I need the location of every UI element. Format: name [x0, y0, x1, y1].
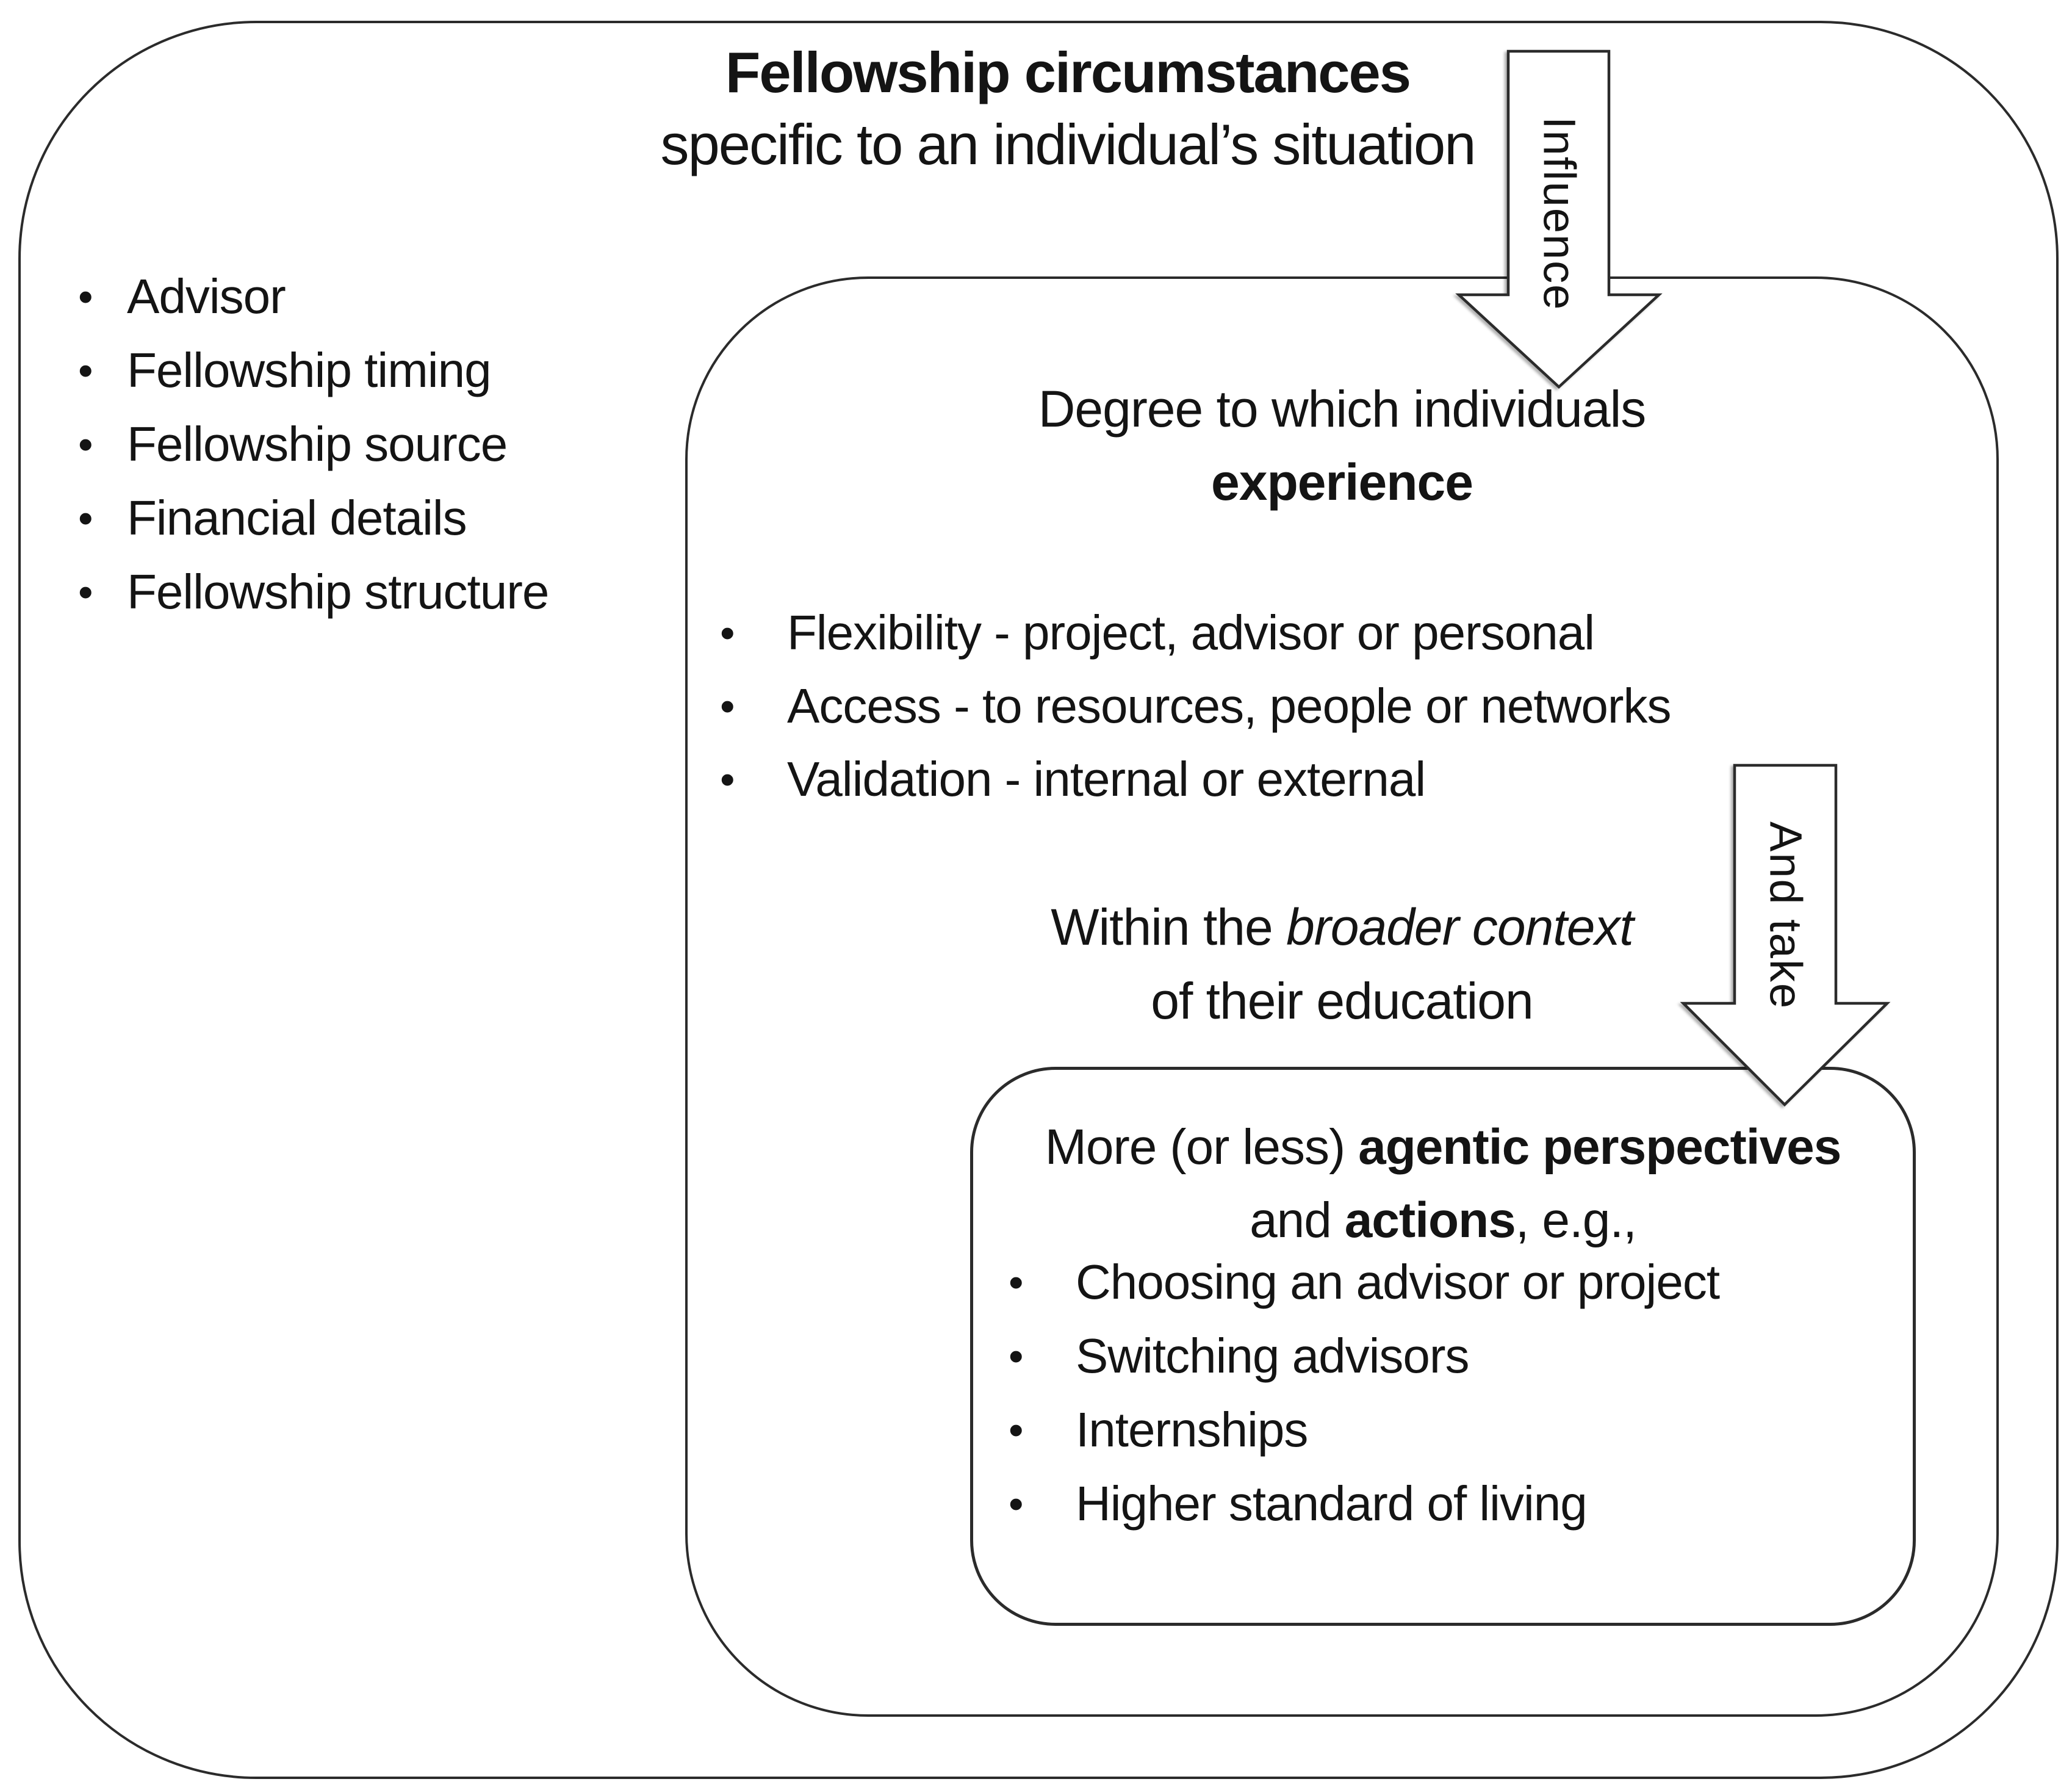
list-item: Switching advisors [1009, 1319, 1719, 1393]
list-item-label: Financial details [127, 490, 467, 545]
list-item: Fellowship timing [59, 333, 549, 407]
list-item: Validation - internal or external [702, 743, 1671, 816]
diagram-title-line1: Fellowship circumstances [725, 40, 1411, 104]
inner-box-title-line2-suffix: , e.g., [1515, 1193, 1637, 1248]
broader-context-line1: Within the broader context [685, 890, 1999, 964]
broader-context-line1-italic: broader context [1286, 898, 1634, 956]
inner-box-title-line1-prefix: More (or less) [1045, 1119, 1359, 1175]
list-item-label: Choosing an advisor or project [1076, 1254, 1720, 1309]
influence-arrow-label: Influence [1534, 116, 1585, 311]
list-item: Flexibility - project, advisor or person… [702, 596, 1671, 669]
agentic-actions-list: Choosing an advisor or project Switching… [1009, 1245, 1720, 1540]
fellowship-circumstances-list: Advisor Fellowship timing Fellowship sou… [59, 259, 549, 629]
list-item: Higher standard of living [1009, 1467, 1719, 1540]
inner-box-title: More (or less) agentic perspectives and … [976, 1111, 1910, 1257]
inner-box-title-line1-bold: agentic perspectives [1358, 1119, 1841, 1175]
list-item-label: Validation - internal or external [787, 752, 1426, 806]
diagram-title-line2: specific to an individual’s situation [660, 112, 1476, 176]
list-item-label: Internships [1076, 1402, 1308, 1457]
list-item: Fellowship source [59, 407, 549, 481]
list-item: Financial details [59, 481, 549, 555]
list-item-label: Fellowship timing [127, 342, 492, 397]
list-item-label: Fellowship structure [127, 564, 549, 619]
list-item-label: Fellowship source [127, 416, 508, 471]
list-item-label: Access - to resources, people or network… [787, 679, 1672, 733]
diagram-title: Fellowship circumstances specific to an … [549, 37, 1586, 181]
and-take-arrow-label: And take [1760, 821, 1811, 1010]
list-item: Internships [1009, 1393, 1719, 1467]
list-item-label: Higher standard of living [1076, 1476, 1588, 1531]
list-item: Advisor [59, 259, 549, 333]
broader-context-line2: of their education [1151, 972, 1533, 1030]
inner-box-title-line2-bold: actions [1344, 1193, 1516, 1248]
middle-box-title-line1: Degree to which individuals [1038, 380, 1647, 438]
middle-box-title-line2: experience [1211, 453, 1473, 511]
experience-list: Flexibility - project, advisor or person… [702, 596, 1672, 816]
middle-box-title: Degree to which individuals experience [685, 372, 1999, 519]
list-item-label: Switching advisors [1076, 1328, 1469, 1383]
broader-context-line1-prefix: Within the [1051, 898, 1287, 956]
list-item-label: Flexibility - project, advisor or person… [787, 605, 1595, 660]
inner-box-title-line2-prefix: and [1250, 1193, 1345, 1248]
broader-context-caption: Within the broader context of their educ… [685, 890, 1999, 1038]
inner-box-title-line2: and actions, e.g., [976, 1184, 1910, 1257]
inner-box-title-line1: More (or less) agentic perspectives [976, 1111, 1910, 1184]
list-item: Access - to resources, people or network… [702, 669, 1672, 743]
list-item: Fellowship structure [59, 555, 549, 629]
list-item-label: Advisor [127, 269, 286, 323]
list-item: Choosing an advisor or project [1009, 1245, 1720, 1319]
